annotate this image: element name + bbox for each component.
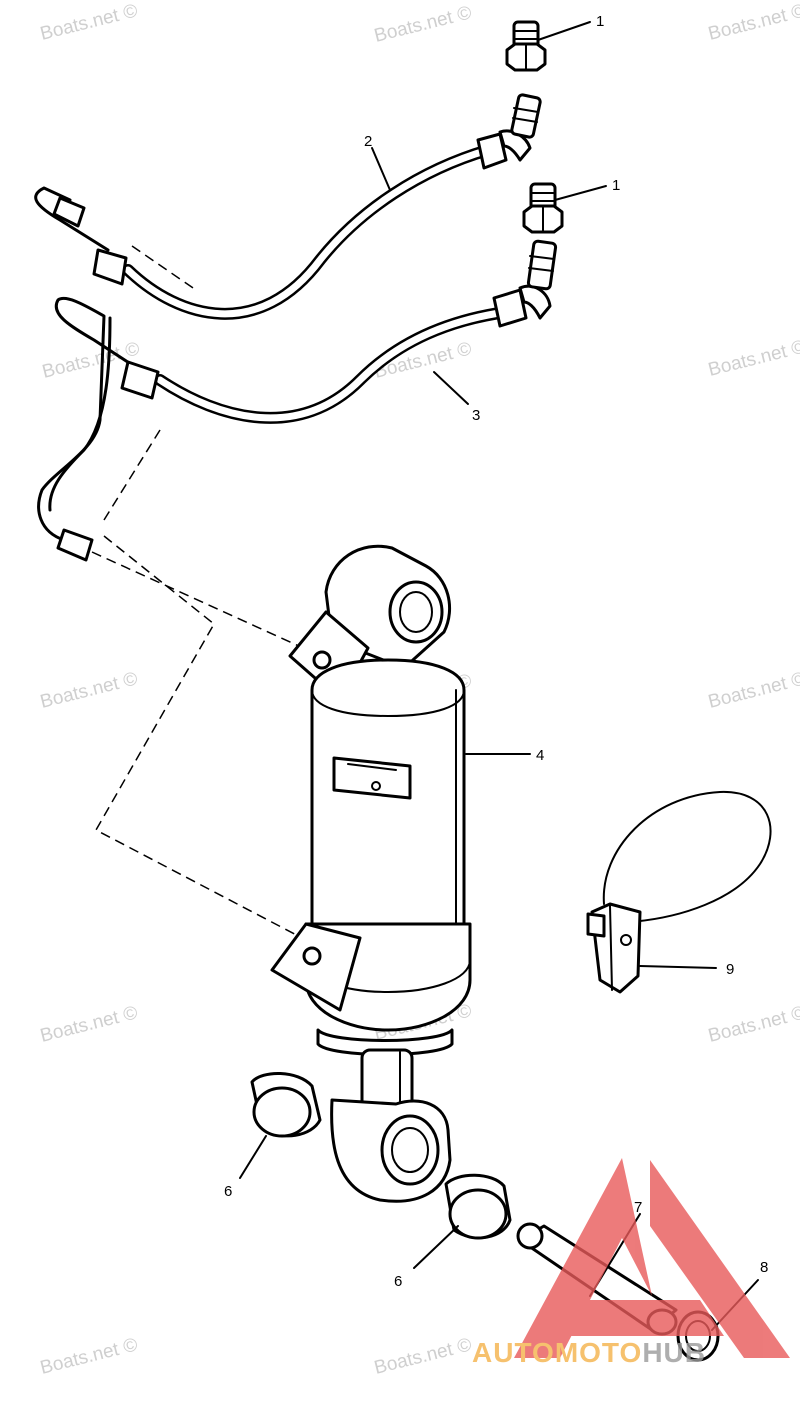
watermark: Boats.net ©: [38, 668, 140, 712]
callout-3: 3: [472, 407, 480, 424]
logo-prefix: AUTOMOTO: [472, 1337, 642, 1368]
callout-1-lower: 1: [612, 177, 620, 194]
cable-clamp: [586, 790, 772, 994]
watermark: Boats.net ©: [706, 1002, 800, 1046]
logo-suffix: HUB: [642, 1337, 706, 1368]
watermark: Boats.net ©: [372, 2, 474, 46]
hose-upper: [34, 93, 542, 320]
callout-2: 2: [364, 133, 372, 150]
watermark: Boats.net ©: [372, 1334, 474, 1378]
watermark: Boats.net ©: [706, 668, 800, 712]
callout-6-lower: 6: [394, 1273, 402, 1290]
callout-8: 8: [760, 1259, 768, 1276]
watermark: Boats.net ©: [38, 1334, 140, 1378]
callout-4: 4: [536, 747, 544, 764]
plug-lower: [522, 182, 564, 234]
callout-9: 9: [726, 961, 734, 978]
logo-triangle-right: [650, 1160, 790, 1358]
logo-triangle-mid: [570, 1300, 724, 1336]
callout-7: 7: [634, 1199, 642, 1216]
bushing-lower: [444, 1173, 512, 1240]
watermark: Boats.net ©: [38, 0, 140, 44]
logo-triangle-outer: [514, 1158, 652, 1358]
watermark: Boats.net ©: [706, 0, 800, 44]
callout-6-upper: 6: [224, 1183, 232, 1200]
leader-lines: [239, 21, 759, 1331]
plug-upper: [505, 20, 547, 72]
logo-wordmark: AUTOMOTOHUB: [472, 1337, 706, 1368]
bushing-upper: [250, 1071, 322, 1138]
watermark: Boats.net ©: [38, 1002, 140, 1046]
callouts: 1 2 1 3 4 9 6 7 6 8: [224, 13, 768, 1290]
connection-lines: [91, 535, 313, 941]
automotohub-logo: AUTOMOTOHUB: [472, 1158, 790, 1368]
trim-cylinder: [270, 544, 472, 1203]
watermark: Boats.net ©: [706, 336, 800, 380]
callout-1-upper: 1: [596, 13, 604, 30]
hose-lower: [37, 239, 558, 562]
